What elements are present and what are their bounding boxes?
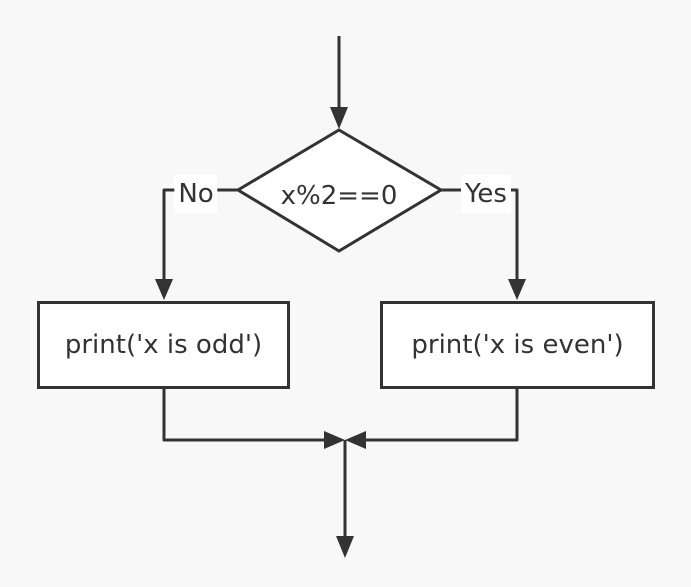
entry-arrowhead [330,107,348,129]
yes-branch-label: Yes [461,175,511,213]
exit-arrowhead [336,536,354,558]
merge-right-arrowhead [345,431,366,449]
process-even-node: print('x is even') [380,301,655,389]
decision-label: x%2==0 [280,181,398,211]
no-branch-label: No [174,175,218,213]
process-even-label: print('x is even') [411,330,624,360]
merge-right-connector [363,389,519,442]
process-odd-node: print('x is odd') [37,301,290,389]
yes-branch-arrowhead [508,279,526,300]
process-odd-label: print('x is odd') [64,330,263,360]
no-branch-arrowhead [155,279,173,300]
merge-left-connector [162,389,327,442]
merge-left-arrowhead [324,431,345,449]
decision-diamond [235,128,444,253]
